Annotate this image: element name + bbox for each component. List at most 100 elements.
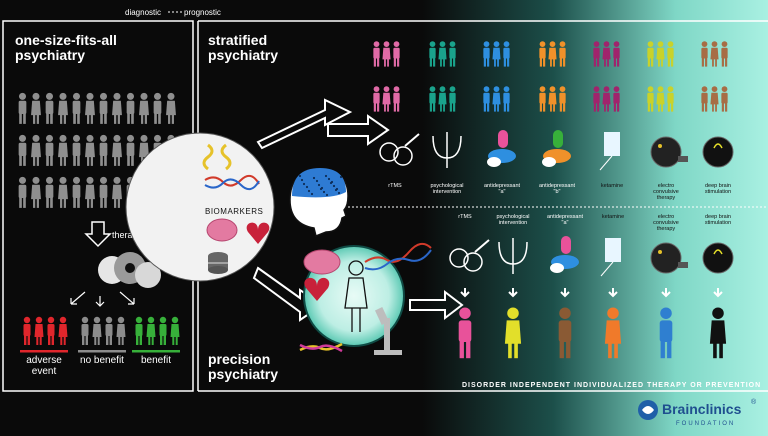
stratified-figure xyxy=(593,41,600,67)
outcome-label: no benefit xyxy=(80,355,124,366)
stratified-figure xyxy=(593,86,600,112)
outcome-bar xyxy=(78,350,126,353)
therapy-label: therapy xyxy=(112,230,143,240)
stratified-treatment-icon xyxy=(650,136,688,168)
stratified-figure xyxy=(539,41,546,67)
stratified-treatment-label: therapy xyxy=(657,195,676,201)
down-arrow xyxy=(713,288,723,298)
stratified-figure xyxy=(373,86,380,112)
stratified-figure xyxy=(647,41,654,67)
stratified-treatment-icon xyxy=(542,130,571,167)
stratified-figure xyxy=(701,41,708,67)
patient-figure xyxy=(85,134,95,166)
patient-figure xyxy=(18,92,27,124)
down-arrow xyxy=(508,288,518,298)
precision-treatment-icon xyxy=(550,236,579,273)
stratified-figure xyxy=(483,41,490,67)
stratified-treatment-label: antidepressant xyxy=(539,183,576,189)
left-title-1: one-size-fits-all xyxy=(15,32,117,48)
patient-figure xyxy=(112,134,122,166)
outcome-arrows xyxy=(70,291,135,307)
stratified-treatment-label: convulsive xyxy=(653,189,679,195)
patient-figure xyxy=(99,92,108,124)
biomarker-circle xyxy=(125,132,275,282)
precision-treatment-icon xyxy=(600,238,621,277)
patient-figure xyxy=(85,92,95,124)
patient-figure xyxy=(18,176,27,208)
dna-icon xyxy=(202,143,232,171)
outcome-figure xyxy=(58,316,68,345)
stratified-figure xyxy=(492,41,501,67)
precision-treatment-label: deep brain xyxy=(705,214,731,220)
precision-treatment-icon xyxy=(449,239,490,272)
outcome-figure xyxy=(105,316,113,345)
stratified-figure xyxy=(613,41,620,67)
stratified-figure xyxy=(483,86,490,112)
stratified-figure xyxy=(438,86,447,112)
stratified-figure xyxy=(656,41,665,67)
stratified-treatment-icon xyxy=(487,130,516,167)
precision-person xyxy=(558,307,572,359)
stratified-patient-groups xyxy=(373,41,728,112)
precision-person xyxy=(458,307,472,359)
outcome-figure xyxy=(135,316,143,345)
outcome-figure xyxy=(159,316,167,345)
precision-person xyxy=(709,307,727,359)
down-arrow xyxy=(661,288,671,298)
outcome-figure xyxy=(34,316,44,345)
stratified-figure xyxy=(393,41,400,67)
stratified-figure xyxy=(539,86,546,112)
stratified-figure xyxy=(438,41,447,67)
stratified-treatment-label: rTMS xyxy=(388,183,402,189)
stratified-treatment-label: deep brain xyxy=(705,183,731,189)
eeg-wave-red xyxy=(204,174,260,187)
left-title-2: psychiatry xyxy=(15,47,85,63)
stratified-figure xyxy=(429,86,436,112)
stratified-treatment-icon xyxy=(599,132,620,171)
stratified-title-1: stratified xyxy=(208,32,267,48)
patient-figure xyxy=(72,134,81,166)
stratified-figure xyxy=(710,41,719,67)
patient-figure xyxy=(72,92,81,124)
stratified-figure xyxy=(548,86,557,112)
precision-treatment-label: stimulation xyxy=(705,220,731,226)
patient-figure xyxy=(139,92,149,124)
precision-brain-icon xyxy=(303,249,341,275)
patient-figure xyxy=(166,92,176,124)
stratified-treatment-label: electro xyxy=(658,183,675,189)
precision-person xyxy=(504,307,522,359)
outcome-figure xyxy=(92,316,102,345)
axis-prognostic: prognostic xyxy=(184,8,221,17)
outcome-figure xyxy=(81,316,89,345)
patient-figure xyxy=(112,92,122,124)
patient-figure xyxy=(112,176,122,208)
precision-treatment-icons xyxy=(449,236,734,277)
stratified-figure xyxy=(667,41,674,67)
outcome-label: event xyxy=(32,366,57,377)
precision-title-1: precision xyxy=(208,351,270,367)
heart-icon xyxy=(246,222,270,244)
arrow-into-stratified-row xyxy=(327,114,390,146)
logo-registered: ® xyxy=(751,398,757,406)
patient-figure xyxy=(45,92,54,124)
precision-eeg-blue xyxy=(364,249,432,271)
patient-figure xyxy=(45,176,54,208)
stratified-figure xyxy=(721,86,728,112)
patient-figure xyxy=(58,176,68,208)
patient-figure xyxy=(99,134,108,166)
stratified-figure xyxy=(602,41,611,67)
precision-person xyxy=(659,307,673,359)
patient-figure xyxy=(126,134,135,166)
stratified-figure xyxy=(701,86,708,112)
stratified-title-2: psychiatry xyxy=(208,47,278,63)
stratified-treatment-icon xyxy=(702,136,734,168)
precision-treatment-icon xyxy=(650,242,688,274)
precision-treatment-label: intervention xyxy=(499,220,527,226)
outcome-bar xyxy=(20,350,68,353)
stratified-figure xyxy=(503,41,510,67)
patient-figure xyxy=(31,176,41,208)
patient-figure xyxy=(99,176,108,208)
outcome-label: benefit xyxy=(141,355,171,366)
stratified-treatment-label: intervention xyxy=(433,189,461,195)
